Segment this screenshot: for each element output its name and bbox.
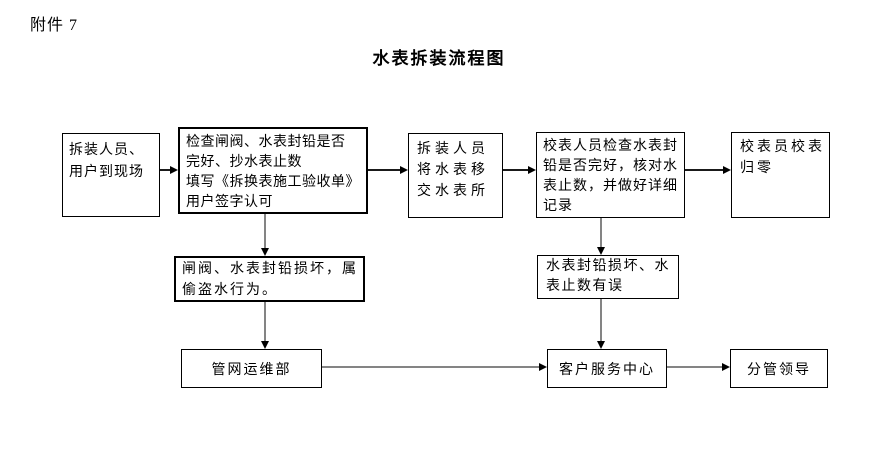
arrow-down-icon (261, 341, 269, 349)
flow-box-text-line: 用户签字认可 (186, 195, 273, 210)
flow-box-text-line: 交水表所 (417, 184, 489, 199)
arrow-transfer-to-verify-line (503, 169, 528, 171)
flow-box-seal-error: 水表封铅损坏、水 表止数有误 (537, 255, 679, 299)
flow-box-text-line: 拆装人员 (417, 142, 489, 157)
flow-box-meter-reset: 校表员校表 归零 (731, 132, 830, 218)
arrow-down-icon (597, 247, 605, 255)
flow-box-text-line: 填写《拆换表施工验收单》 (186, 175, 360, 190)
flow-box-text-line: 校表人员检查水表封 (543, 139, 678, 154)
arrow-error-to-service-line (600, 299, 602, 341)
flow-box-verify-record: 校表人员检查水表封 铅是否完好，核对水 表止数，并做好详细 记录 (536, 132, 685, 218)
flow-box-arrive-on-site: 拆装人员、 用户到现场 (62, 133, 160, 217)
flow-box-text-line: 分管领导 (747, 362, 811, 378)
flow-box-transfer-meter: 拆装人员 将水表移 交水表所 (408, 133, 503, 218)
arrow-right-icon (400, 166, 408, 174)
arrow-down-icon (597, 341, 605, 349)
arrow-service-to-leader-line (667, 366, 722, 368)
arrow-verify-to-error-line (600, 218, 602, 247)
arrow-arrive-to-check-line (160, 169, 170, 171)
attachment-label: 附件 7 (30, 17, 79, 34)
flow-box-text-line: 偷盗水行为。 (182, 283, 278, 298)
flow-box-text-line: 将水表移 (417, 163, 489, 178)
arrow-right-icon (528, 166, 536, 174)
arrow-right-icon (539, 363, 547, 371)
flow-box-text-line: 检查闸阀、水表封铅是否 (186, 135, 346, 150)
page-title: 水表拆装流程图 (372, 49, 506, 68)
flow-box-theft-warning: 闸阀、水表封铅损坏，属 偷盗水行为。 (174, 256, 365, 302)
flow-box-text-line: 归零 (740, 161, 774, 176)
arrow-down-icon (261, 248, 269, 256)
flow-box-text-line: 客户服务中心 (559, 362, 655, 378)
flow-box-text-line: 校表员校表 (740, 140, 825, 155)
flow-box-text-line: 表止数，并做好详细 (543, 179, 678, 194)
arrow-right-icon (170, 166, 178, 174)
flow-box-text-line: 闸阀、水表封铅损坏，属 (182, 262, 358, 277)
flow-box-leader: 分管领导 (730, 349, 828, 388)
arrow-right-icon (722, 363, 730, 371)
arrow-verify-to-reset-line (685, 169, 723, 171)
flow-box-text-line: 记录 (543, 199, 573, 214)
flow-box-text-line: 用户到现场 (69, 165, 144, 180)
flow-box-text-line: 拆装人员、 (69, 143, 144, 158)
flow-box-text-line: 水表封铅损坏、水 (546, 259, 670, 274)
arrow-check-to-transfer-line (368, 169, 400, 171)
arrow-pipeline-to-service-line (322, 366, 539, 368)
arrow-theft-to-pipeline-line (264, 302, 266, 341)
arrow-right-icon (723, 166, 731, 174)
flow-box-pipeline-dept: 管网运维部 (181, 349, 322, 388)
flow-box-text-line: 铅是否完好，核对水 (543, 159, 678, 174)
flow-box-text-line: 完好、抄水表止数 (186, 155, 302, 170)
flow-box-text-line: 表止数有误 (546, 279, 624, 294)
flow-box-text-line: 管网运维部 (211, 362, 292, 378)
flow-box-check-seal: 检查闸阀、水表封铅是否 完好、抄水表止数 填写《拆换表施工验收单》 用户签字认可 (178, 127, 368, 214)
flow-box-service-center: 客户服务中心 (547, 349, 667, 388)
arrow-check-to-theft-line (264, 214, 266, 248)
